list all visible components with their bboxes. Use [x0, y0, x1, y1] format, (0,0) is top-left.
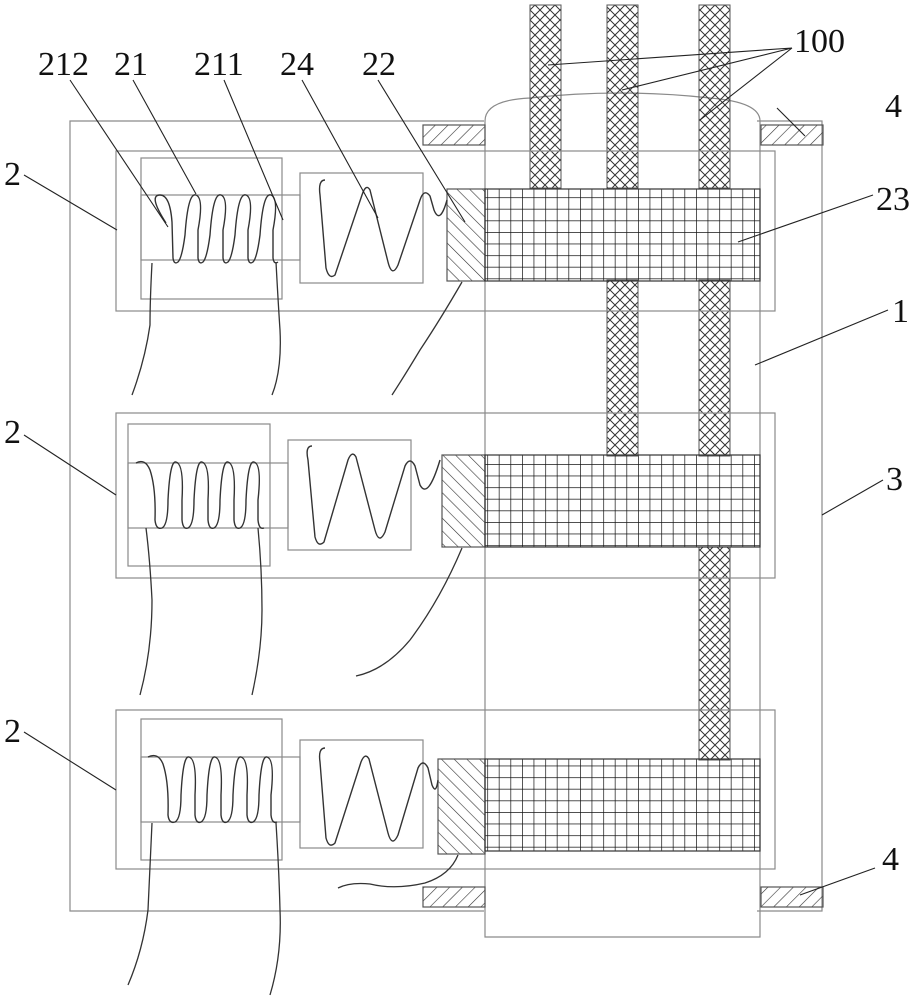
label-4-bottom: 4	[882, 841, 899, 878]
label-4-top: 4	[885, 88, 902, 125]
wire-right	[251, 527, 263, 696]
contact-plate	[484, 758, 761, 852]
label-22: 22	[362, 46, 396, 83]
contact-plate	[484, 188, 761, 282]
wire-armature	[337, 854, 459, 889]
actuator-unit-2	[115, 412, 776, 696]
coil	[135, 460, 265, 530]
conductor-bar-3-low	[698, 546, 731, 761]
conductor-bar-1	[529, 4, 562, 189]
label-23: 23	[876, 181, 910, 218]
armature-block	[437, 758, 486, 855]
label-2-unit-1: 2	[4, 156, 21, 193]
label-211: 211	[194, 46, 244, 83]
wire-left	[139, 527, 153, 696]
wire-right	[271, 261, 281, 396]
label-3: 3	[886, 461, 903, 498]
conductor-bar-2-top	[606, 4, 639, 189]
wire-left	[127, 822, 153, 986]
contact-plate	[484, 454, 761, 548]
actuator-unit-1	[115, 150, 776, 396]
label-100: 100	[794, 23, 845, 60]
wire-left	[131, 262, 153, 396]
wire-right	[269, 822, 281, 996]
spring	[318, 747, 439, 846]
label-24: 24	[280, 46, 314, 83]
armature-block	[446, 188, 486, 282]
label-2-unit-2: 2	[4, 414, 21, 451]
conductor-bar-3-top	[698, 4, 731, 189]
actuator-unit-3	[115, 709, 776, 996]
wire-armature	[355, 547, 463, 677]
bracket-bottom-left	[422, 886, 486, 908]
wire-armature	[391, 281, 463, 396]
label-2-unit-3: 2	[4, 713, 21, 750]
bracket-top-right	[760, 124, 824, 146]
conductor-bar-3-mid	[698, 279, 731, 457]
spring	[306, 445, 441, 545]
coil	[154, 194, 279, 264]
coil	[147, 754, 278, 824]
bracket-top-left	[422, 124, 486, 146]
label-1: 1	[892, 293, 909, 330]
label-21: 21	[114, 46, 148, 83]
label-212: 212	[38, 46, 89, 83]
leader-lines	[23, 47, 889, 896]
armature-block	[441, 454, 486, 548]
conductor-bar-2-mid	[606, 279, 639, 457]
spring	[318, 179, 448, 278]
